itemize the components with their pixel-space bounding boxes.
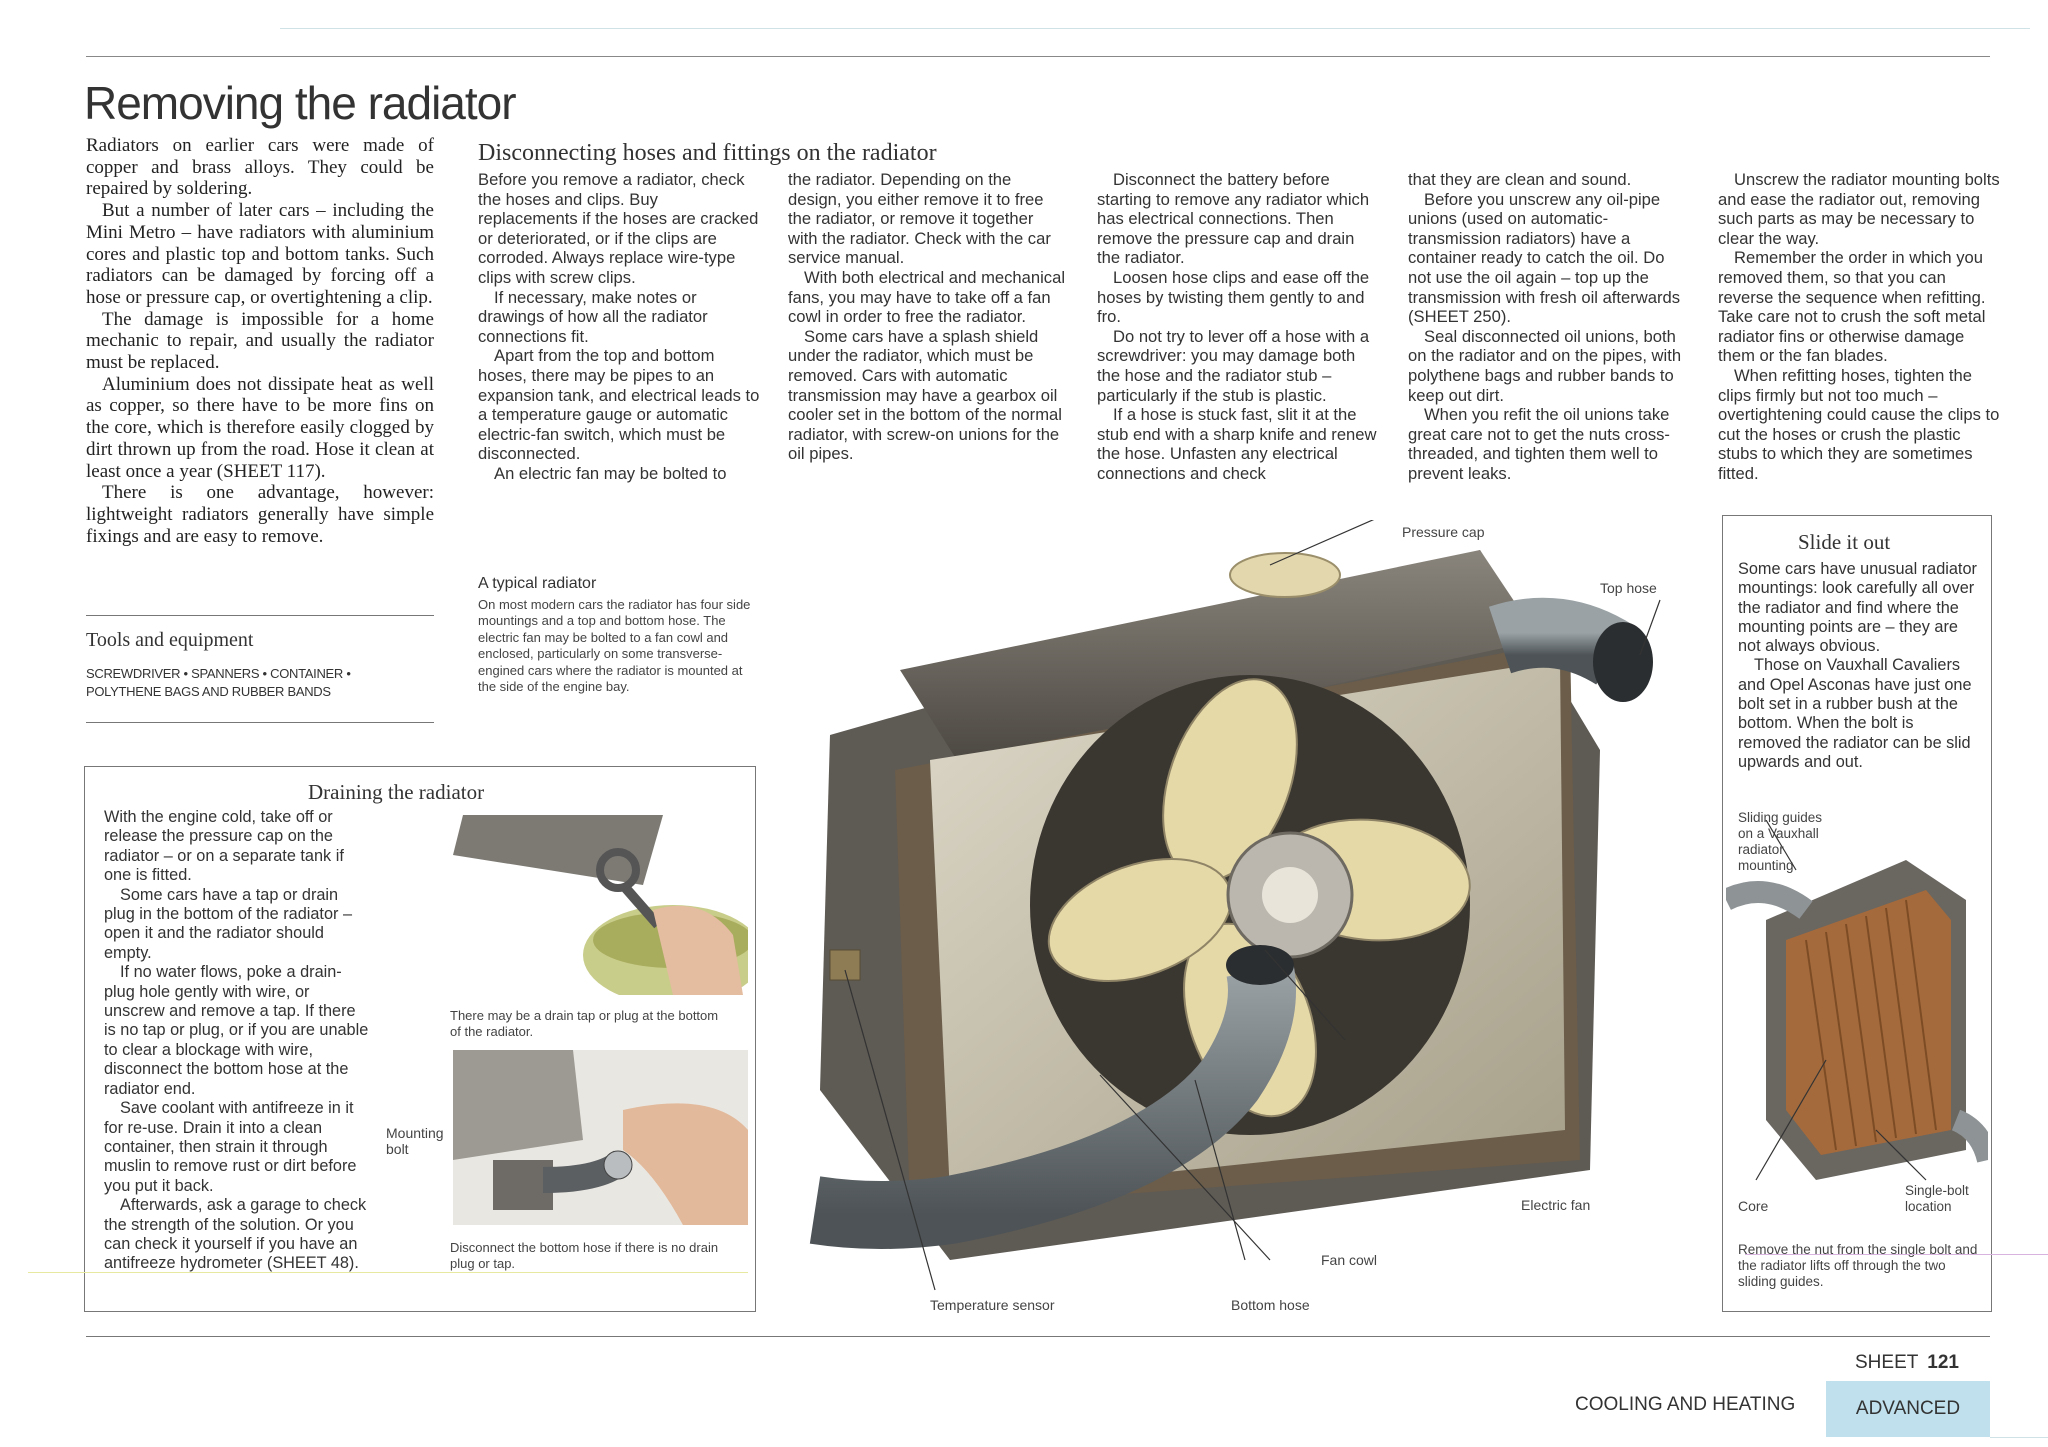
col-paragraph: Remember the order in which you removed …: [1718, 248, 1986, 366]
label-bottom-hose: Bottom hose: [1231, 1297, 1310, 1313]
tools-list: SCREWDRIVER • SPANNERS • CONTAINER • POL…: [86, 665, 351, 701]
drain-caption-2: Disconnect the bottom hose if there is n…: [450, 1240, 719, 1271]
draining-text: With the engine cold, take off or releas…: [104, 808, 370, 1274]
col-paragraph: that they are clean and sound.: [1408, 170, 1632, 189]
disconnecting-col-4: that they are clean and sound. Before yo…: [1408, 170, 1690, 484]
draining-paragraph: Afterwards, ask a garage to check the st…: [104, 1196, 367, 1273]
tools-top-rule: [86, 615, 434, 616]
col-paragraph: Seal disconnected oil unions, both on th…: [1408, 326, 1682, 405]
draining-paragraph: Save coolant with antifreeze in it for r…: [104, 1099, 357, 1195]
typical-text: On most modern cars the radiator has fou…: [478, 597, 751, 695]
typical-heading: A typical radiator: [478, 575, 597, 592]
registration-line-left: [28, 1272, 748, 1273]
col-paragraph: Some cars have a splash shield under the…: [788, 326, 1062, 464]
level-badge: ADVANCED: [1826, 1381, 1990, 1437]
slide-text: Some cars have unusual radiator mounting…: [1738, 560, 1978, 772]
slide-paragraph: Some cars have unusual radiator mounting…: [1738, 560, 1977, 656]
single-bolt-label: Single-bolt location: [1905, 1183, 1969, 1214]
label-pressure-cap: Pressure cap: [1402, 524, 1485, 540]
slide-caption: Remove the nut from the single bolt and …: [1738, 1242, 1978, 1289]
col-paragraph: Before you remove a radiator, check the …: [478, 170, 759, 287]
slide-paragraph: Those on Vauxhall Cavaliers and Opel Asc…: [1738, 656, 1972, 771]
bottom-rule: [86, 1336, 1990, 1337]
col-paragraph: If necessary, make notes or drawings of …: [478, 287, 708, 346]
core-label: Core: [1738, 1198, 1769, 1214]
footer-tint-line: [1990, 1437, 2048, 1438]
bottom-hose-illustration: [453, 1050, 748, 1225]
registration-line-right: [1745, 1254, 2048, 1255]
disconnecting-heading: Disconnecting hoses and fittings on the …: [478, 140, 937, 166]
disconnecting-col-2: the radiator. Depending on the design, y…: [788, 170, 1066, 464]
col-paragraph: When refitting hoses, tighten the clips …: [1718, 365, 2000, 483]
drain-caption-1: There may be a drain tap or plug at the …: [450, 1008, 719, 1039]
intro-paragraph: Radiators on earlier cars were made of c…: [86, 135, 434, 200]
col-paragraph: With both electrical and mechanical fans…: [788, 267, 1066, 327]
slide-heading: Slide it out: [1798, 530, 1891, 554]
tools-line: SCREWDRIVER • SPANNERS • CONTAINER •: [86, 666, 351, 681]
bottom-hose-shape: [809, 963, 1296, 1249]
col-paragraph: An electric fan may be bolted to: [494, 463, 727, 483]
vauxhall-radiator-illustration: [1726, 820, 1988, 1181]
col-paragraph: Loosen hose clips and ease off the hoses…: [1097, 267, 1370, 327]
col-paragraph: If a hose is stuck fast, slit it at the …: [1097, 405, 1377, 483]
col-paragraph: Unscrew the radiator mounting bolts and …: [1718, 170, 2000, 248]
drain-tap-illustration: [453, 815, 748, 995]
top-rule: [86, 56, 1990, 57]
page-title: Removing the radiator: [84, 77, 517, 129]
draining-paragraph: With the engine cold, take off or releas…: [104, 808, 344, 885]
col-paragraph: Apart from the top and bottom hoses, the…: [478, 346, 760, 464]
pressure-cap-shape: [1229, 552, 1341, 598]
top-tint-line: [280, 28, 2030, 29]
label-temperature-sensor: Temperature sensor: [930, 1297, 1055, 1313]
sheet-number: 121: [1927, 1352, 1959, 1373]
col-paragraph: Disconnect the battery before starting t…: [1097, 170, 1370, 268]
draining-heading: Draining the radiator: [308, 780, 485, 804]
col-paragraph: Before you unscrew any oil-pipe unions (…: [1408, 189, 1681, 327]
col-paragraph: When you refit the oil unions take great…: [1408, 405, 1670, 483]
label-fan-cowl: Fan cowl: [1321, 1252, 1378, 1268]
tools-heading: Tools and equipment: [86, 629, 254, 651]
sliding-guides-label: Sliding guides on a Vauxhall radiator mo…: [1738, 810, 1823, 873]
level-label: ADVANCED: [1855, 1398, 1961, 1419]
label-top-hose: Top hose: [1600, 580, 1657, 596]
col-paragraph: Do not try to lever off a hose with a sc…: [1097, 326, 1370, 405]
radiator-illustration: [809, 520, 1661, 1291]
section-label: COOLING AND HEATING: [1575, 1394, 1796, 1415]
disconnecting-col-3: Disconnect the battery before starting t…: [1097, 170, 1379, 484]
sheet-indicator: SHEET 121: [1855, 1352, 1959, 1374]
intro-paragraph: The damage is impossible for a home mech…: [86, 308, 434, 374]
disconnecting-col-5: Unscrew the radiator mounting bolts and …: [1718, 170, 2000, 484]
col-paragraph: the radiator. Depending on the design, y…: [788, 170, 1051, 268]
tools-bottom-rule: [86, 722, 434, 723]
draining-paragraph: Some cars have a tap or drain plug in th…: [104, 885, 352, 962]
sheet-label: SHEET: [1855, 1352, 1919, 1373]
intro-paragraph: There is one advantage, however: lightwe…: [86, 482, 434, 547]
disconnecting-col-1: Before you remove a radiator, check the …: [478, 170, 760, 484]
intro-paragraph: But a number of later cars – including t…: [86, 200, 434, 308]
draining-paragraph: If no water flows, poke a drain-plug hol…: [104, 963, 369, 1098]
label-electric-fan: Electric fan: [1521, 1197, 1591, 1213]
intro-column: Radiators on earlier cars were made of c…: [86, 135, 434, 547]
intro-paragraph: Aluminium does not dissipate heat as wel…: [86, 373, 434, 482]
mounting-bolt-label: Mounting bolt: [386, 1125, 444, 1157]
tools-line: POLYTHENE BAGS AND RUBBER BANDS: [86, 684, 331, 699]
temperature-sensor-shape: [829, 949, 861, 981]
